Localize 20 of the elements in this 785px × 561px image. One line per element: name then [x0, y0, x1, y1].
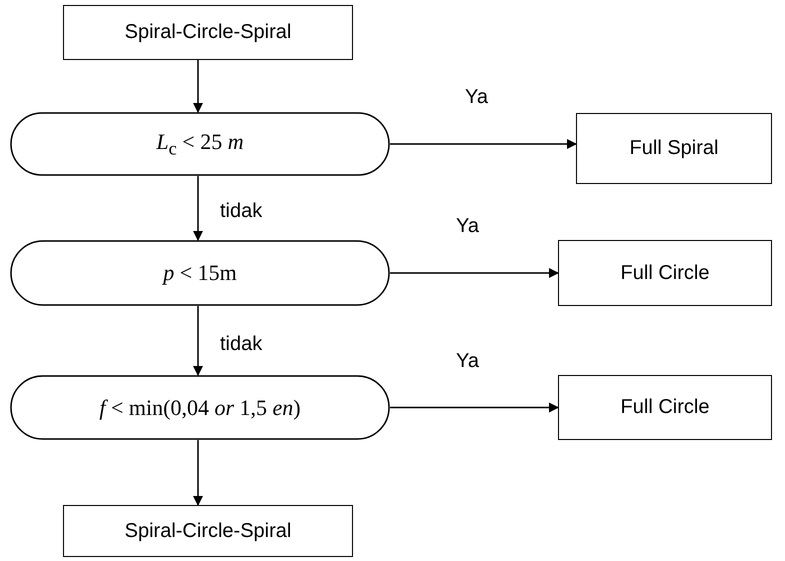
arrow — [193, 60, 203, 113]
arrow — [193, 176, 203, 241]
process-box — [558, 375, 772, 440]
process-box — [63, 505, 353, 557]
process-box — [576, 113, 772, 184]
condition-formula: L$_{c}$ < 25 m — [156, 128, 244, 160]
arrow — [193, 440, 203, 506]
arrow — [390, 402, 559, 412]
box-label: Spiral-Circle-Spiral — [124, 520, 292, 542]
box-label: Full Circle — [620, 396, 710, 419]
box-label: Full Circle — [620, 262, 710, 284]
box-label: Spiral-Circle-Spiral — [124, 21, 292, 44]
arrow — [193, 306, 203, 376]
arrow — [390, 139, 577, 149]
process-box — [558, 240, 772, 306]
arrow — [390, 268, 559, 278]
condition-formula: f < min(0,04 or 1,5 en) — [99, 394, 301, 420]
condition-formula: p < 15m — [163, 260, 237, 286]
box-label: Full Spiral — [630, 137, 718, 160]
process-box — [63, 5, 353, 60]
